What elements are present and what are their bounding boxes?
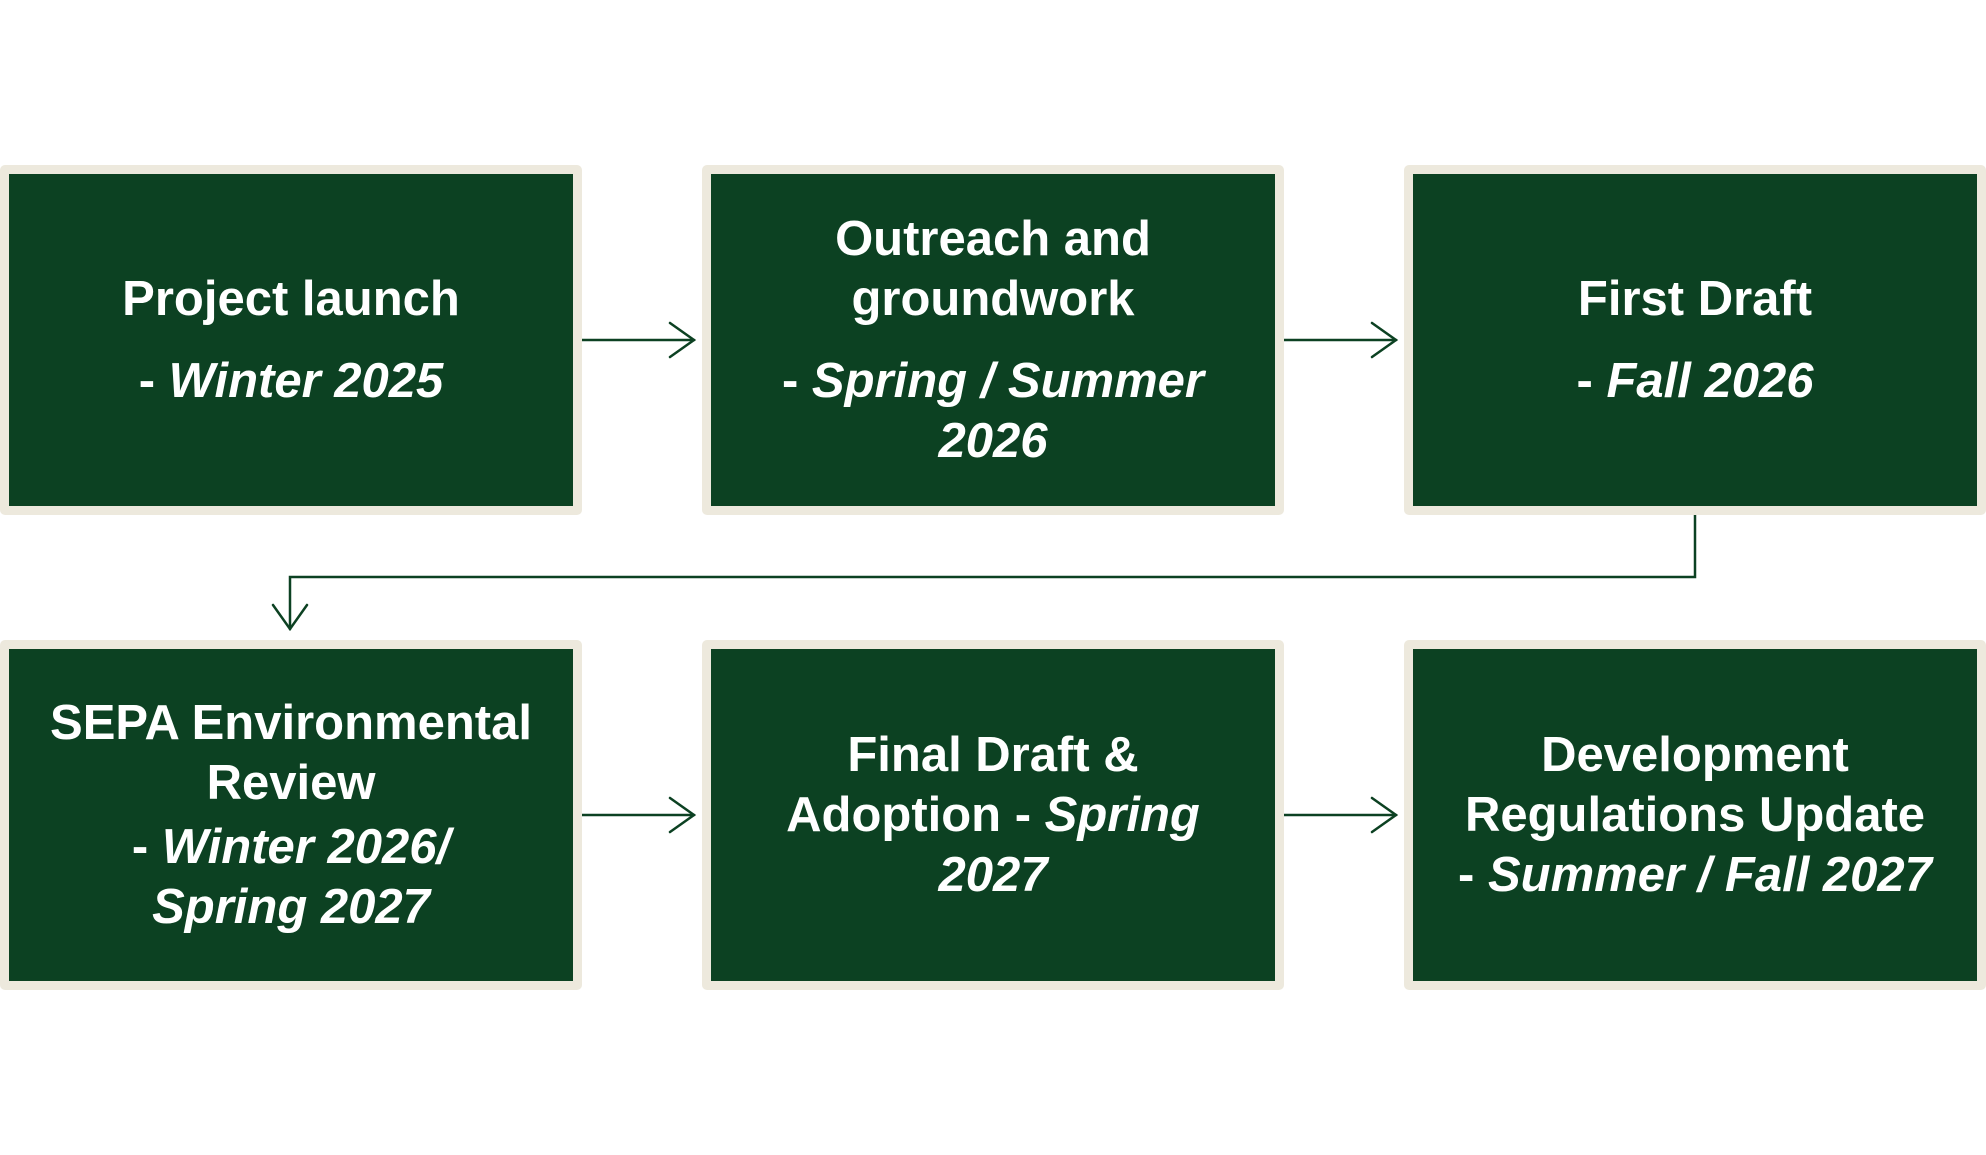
step-period: - Winter 2026/ Spring 2027 [131,820,451,934]
step-period: - Summer / Fall 2027 [1458,848,1932,902]
step-title: Outreach and groundwork [835,212,1151,326]
step-project-launch: Project launch - Winter 2025 [0,165,582,515]
step-sepa-review: SEPA Environmental Review - Winter 2026/… [0,640,582,990]
step-title: Project launch [122,272,460,326]
step-title: First Draft [1577,272,1813,326]
arrow-first-draft-to-sepa-head [271,603,309,632]
step-period: - Fall 2026 [1576,354,1814,408]
arrow-first-draft-to-sepa-line [288,513,1697,631]
step-period: - Winter 2025 [138,354,444,408]
step-title: Final Draft & Adoption - Spring 2027 [786,728,1200,902]
step-outreach-groundwork: Outreach and groundwork - Spring / Summe… [702,165,1284,515]
arrow-launch-to-outreach-head [668,321,697,359]
step-title: Development Regulations Update [1464,728,1926,842]
arrow-outreach-to-first-draft-head [1370,321,1399,359]
step-development-regulations: Development Regulations Update - Summer … [1404,640,1986,990]
step-final-draft-adoption: Final Draft & Adoption - Spring 2027 [702,640,1284,990]
arrow-final-draft-to-regulations-head [1370,796,1399,834]
arrow-sepa-to-final-draft-head [668,796,697,834]
step-first-draft: First Draft - Fall 2026 [1404,165,1986,515]
step-period: - Spring / Summer 2026 [781,354,1204,468]
step-title: SEPA Environmental Review [50,696,532,810]
